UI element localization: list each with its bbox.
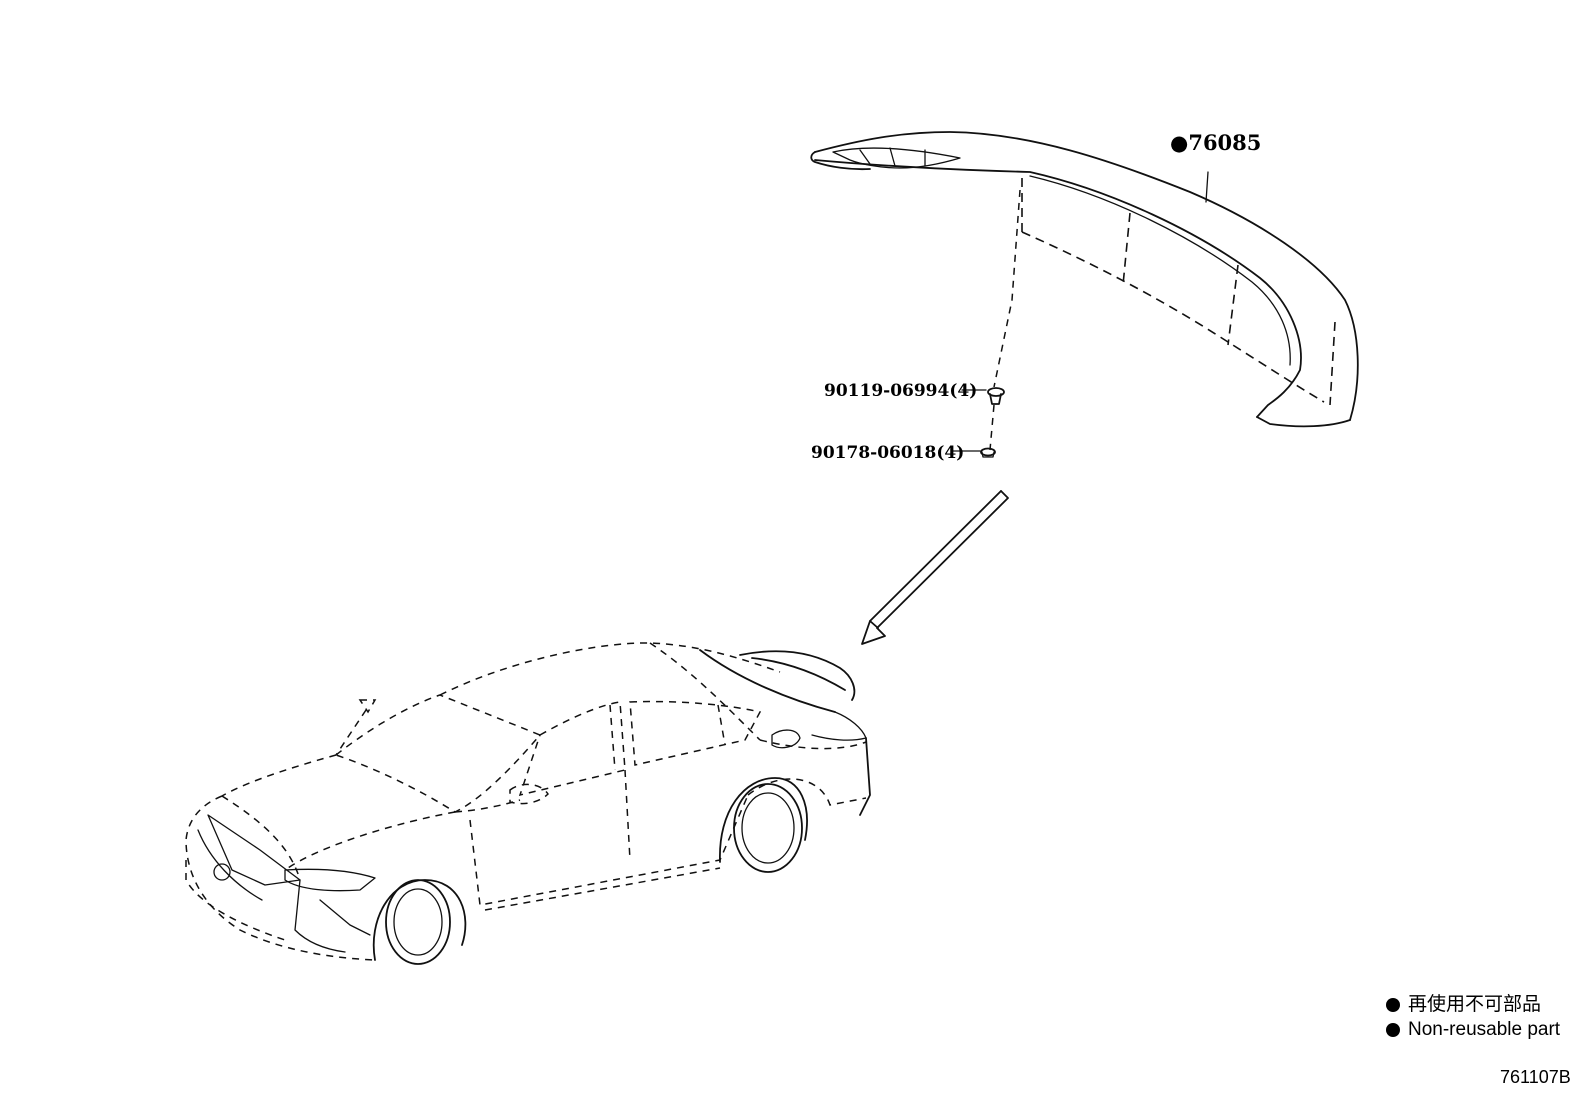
fastener-leader-dashed-lower: [989, 404, 995, 451]
legend-item-english: Non-reusable part: [1386, 1017, 1560, 1042]
screw-drawing: [987, 387, 1005, 405]
car-outline-drawing: [185, 642, 871, 965]
filled-circle-icon: [1386, 1022, 1400, 1037]
legend-item-japanese: 再使用不可部品: [1386, 992, 1560, 1017]
legend: 再使用不可部品 Non-reusable part: [1386, 992, 1560, 1042]
legend-label-english: Non-reusable part: [1408, 1019, 1561, 1040]
legend-label-japanese: 再使用不可部品: [1408, 994, 1542, 1015]
nut-part-callout: 90178-06018(4): [811, 443, 964, 463]
non-reusable-dot-icon: ●: [1170, 130, 1188, 155]
figure-code: 761107B: [1500, 1067, 1571, 1087]
rear-spoiler-drawing: [810, 131, 1359, 428]
spoiler-part-number: 76085: [1188, 130, 1261, 155]
filled-circle-icon: [1386, 997, 1400, 1012]
location-arrow: [861, 490, 1009, 645]
fastener-leader-dashed: [993, 189, 1021, 388]
screw-part-callout: 90119-06994(4): [824, 381, 977, 401]
spoiler-part-callout: ●76085: [1170, 130, 1261, 155]
nut-drawing: [980, 447, 996, 458]
